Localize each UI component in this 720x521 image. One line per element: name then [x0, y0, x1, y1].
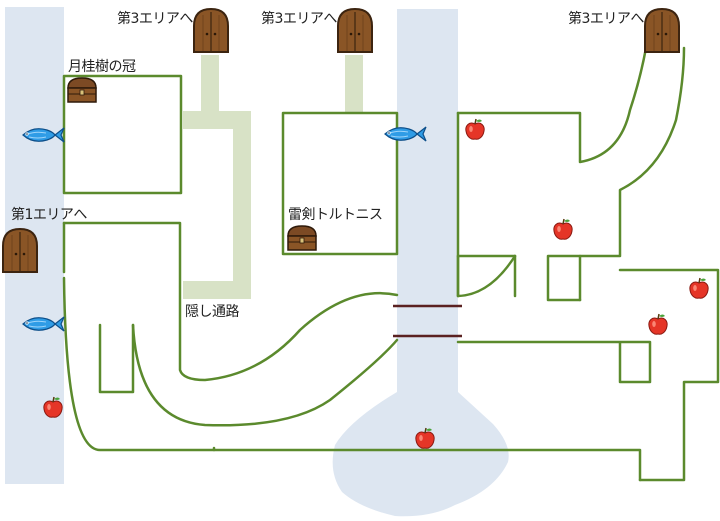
label-to-area3-left: 第3エリアへ [117, 11, 193, 27]
label-thunder-sword: 雷剣トルトニス [288, 207, 383, 223]
door-icon[interactable] [644, 8, 680, 53]
dungeon-walls [62, 46, 720, 482]
label-to-area3-right: 第3エリアへ [568, 11, 644, 27]
label-hidden-passage: 隠し通路 [185, 304, 240, 320]
bridges [393, 304, 462, 338]
apple-icon[interactable] [553, 218, 573, 240]
apple-icon[interactable] [689, 277, 709, 299]
treasure-chest-icon[interactable] [67, 77, 97, 103]
hidden-passage [183, 55, 363, 299]
door-icon[interactable] [193, 8, 229, 53]
treasure-chest-icon[interactable] [287, 225, 317, 251]
label-to-area3-middle: 第3エリアへ [261, 11, 337, 27]
label-laurel-crown: 月桂樹の冠 [68, 59, 136, 75]
apple-icon[interactable] [648, 313, 668, 335]
label-to-area1: 第1エリアへ [11, 207, 87, 223]
water-areas [5, 7, 509, 517]
door-icon[interactable] [337, 8, 373, 53]
door-icon[interactable] [2, 228, 38, 273]
apple-icon[interactable] [465, 118, 485, 140]
